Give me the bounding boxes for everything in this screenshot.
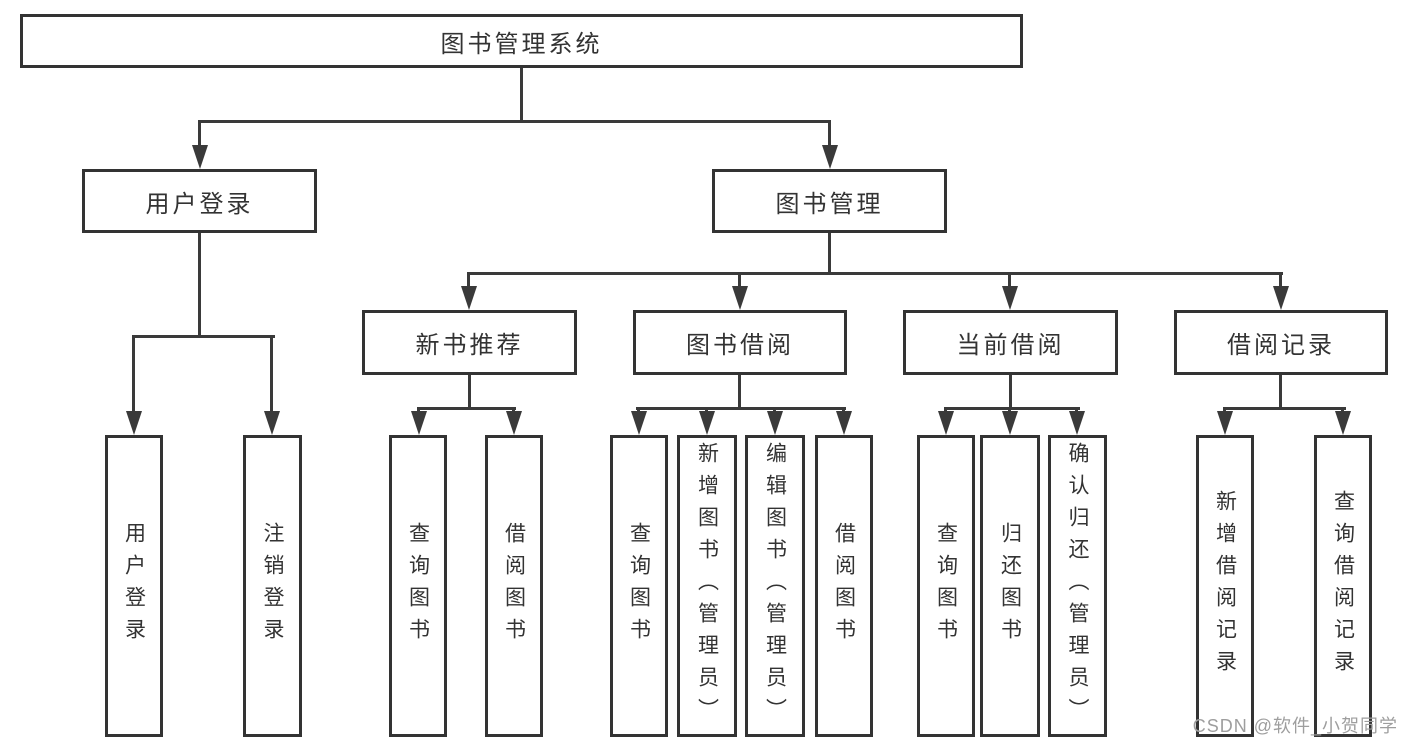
node-book-management-label: 图书管理 <box>775 190 884 218</box>
connector-line-vertical <box>198 233 201 338</box>
node-root: 图书管理系统 <box>20 14 1023 68</box>
node-cb-confirm-return: 确认归还（管理员） <box>1048 435 1107 737</box>
csdn-watermark: CSDN @软件_小贺同学 <box>1192 716 1398 736</box>
node-bb-add-book-label: 新增图书（管理员） <box>695 442 719 730</box>
node-leaf-user-login-label: 用户登录 <box>122 522 146 650</box>
node-br-add-record-label: 新增借阅记录 <box>1213 490 1237 682</box>
node-cb-return-book-label: 归还图书 <box>998 522 1022 650</box>
arrowhead-down-icon <box>835 411 852 435</box>
arrowhead-down-icon <box>766 411 783 435</box>
node-bb-edit-book: 编辑图书（管理员） <box>745 435 805 737</box>
node-leaf-logout-label: 注销登录 <box>261 522 284 650</box>
connector-line-horizontal <box>417 407 516 410</box>
arrowhead-down-icon <box>125 411 142 435</box>
arrowhead-down-icon <box>191 145 208 169</box>
connector-line-vertical <box>738 375 741 410</box>
node-book-borrow: 图书借阅 <box>633 310 847 375</box>
arrowhead-down-icon <box>263 411 280 435</box>
node-nbr-query-book-label: 查询图书 <box>406 522 430 650</box>
connector-line-vertical <box>1009 375 1012 410</box>
node-user-login-label: 用户登录 <box>145 190 254 218</box>
node-cb-query-book: 查询图书 <box>917 435 975 737</box>
arrowhead-down-icon <box>731 286 748 310</box>
node-borrow-record: 借阅记录 <box>1174 310 1388 375</box>
connector-line-horizontal <box>636 407 846 410</box>
node-leaf-user-login: 用户登录 <box>105 435 163 737</box>
connector-line-vertical <box>270 338 273 413</box>
arrowhead-down-icon <box>1001 411 1018 435</box>
node-book-management: 图书管理 <box>712 169 947 233</box>
node-new-book-recommend: 新书推荐 <box>362 310 577 375</box>
connector-line-vertical <box>132 338 135 413</box>
node-nbr-borrow-book: 借阅图书 <box>485 435 543 737</box>
connector-line-vertical <box>828 233 831 275</box>
connector-line-horizontal <box>132 335 275 338</box>
node-user-login: 用户登录 <box>82 169 317 233</box>
connector-line-vertical <box>520 68 523 123</box>
connector-line-vertical <box>198 123 201 149</box>
connector-line-horizontal <box>1223 407 1346 410</box>
node-br-query-record-label: 查询借阅记录 <box>1331 490 1355 682</box>
node-bb-query-book: 查询图书 <box>610 435 668 737</box>
arrowhead-down-icon <box>698 411 715 435</box>
node-root-label: 图书管理系统 <box>440 30 603 58</box>
node-current-borrow-label: 当前借阅 <box>956 332 1065 359</box>
arrowhead-down-icon <box>1334 411 1351 435</box>
node-br-query-record: 查询借阅记录 <box>1314 435 1372 737</box>
node-borrow-record-label: 借阅记录 <box>1227 332 1335 359</box>
node-leaf-logout: 注销登录 <box>243 435 302 737</box>
connector-line-vertical <box>1008 275 1011 289</box>
node-book-borrow-label: 图书借阅 <box>686 332 794 359</box>
arrowhead-down-icon <box>937 411 954 435</box>
node-current-borrow: 当前借阅 <box>903 310 1118 375</box>
connector-line-horizontal <box>198 120 831 123</box>
connector-line-horizontal <box>944 407 1080 410</box>
node-cb-query-book-label: 查询图书 <box>934 522 958 650</box>
arrowhead-down-icon <box>460 286 477 310</box>
arrowhead-down-icon <box>821 145 838 169</box>
node-nbr-borrow-book-label: 借阅图书 <box>502 522 526 650</box>
arrowhead-down-icon <box>410 411 427 435</box>
node-nbr-query-book: 查询图书 <box>389 435 447 737</box>
node-bb-borrow-book-label: 借阅图书 <box>832 522 856 650</box>
arrowhead-down-icon <box>630 411 647 435</box>
connector-line-vertical <box>738 275 741 289</box>
arrowhead-down-icon <box>1068 411 1085 435</box>
connector-line-vertical <box>828 123 831 149</box>
node-bb-add-book: 新增图书（管理员） <box>677 435 737 737</box>
node-bb-borrow-book: 借阅图书 <box>815 435 873 737</box>
arrowhead-down-icon <box>1216 411 1233 435</box>
node-bb-edit-book-label: 编辑图书（管理员） <box>763 442 787 730</box>
node-cb-return-book: 归还图书 <box>980 435 1040 737</box>
node-br-add-record: 新增借阅记录 <box>1196 435 1254 737</box>
connector-line-vertical <box>1279 275 1282 289</box>
connector-line-vertical <box>468 375 471 410</box>
connector-line-vertical <box>1279 375 1282 410</box>
arrowhead-down-icon <box>505 411 522 435</box>
node-new-book-recommend-label: 新书推荐 <box>415 332 524 359</box>
node-cb-confirm-return-label: 确认归还（管理员） <box>1066 442 1089 730</box>
connector-line-vertical <box>467 275 470 289</box>
arrowhead-down-icon <box>1001 286 1018 310</box>
connector-line-horizontal <box>467 272 1283 275</box>
arrowhead-down-icon <box>1272 286 1289 310</box>
node-bb-query-book-label: 查询图书 <box>627 522 651 650</box>
